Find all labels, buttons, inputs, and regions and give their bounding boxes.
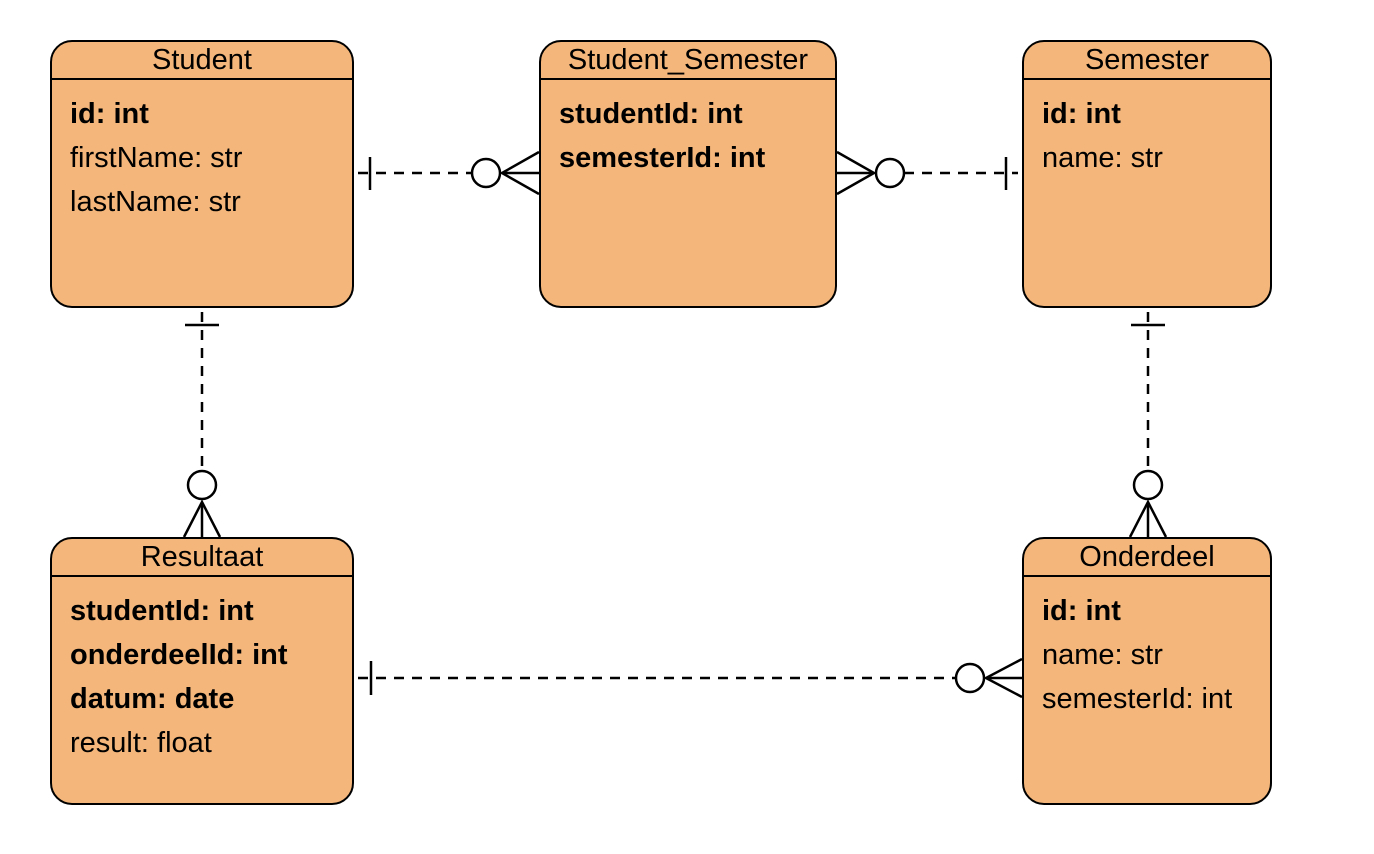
attribute-semesterid: semesterId: int [559, 142, 766, 174]
entity-title: Student_Semester [541, 42, 835, 80]
entity-title: Semester [1024, 42, 1270, 80]
attribute-studentid: studentId: int [70, 595, 254, 627]
entity-attributes: id: int name: str semesterId: int [1024, 577, 1270, 721]
attribute-datum: datum: date [70, 683, 235, 715]
entity-resultaat[interactable]: Resultaat studentId: int onderdeelId: in… [50, 537, 354, 805]
entity-attributes: studentId: int onderdeelId: int datum: d… [52, 577, 352, 765]
rel-resultaat-onderdeel-zero-marker [954, 662, 986, 694]
entity-attributes: id: int name: str [1024, 80, 1270, 180]
entity-attributes: id: int firstName: str lastName: str [52, 80, 352, 224]
attribute-id: id: int [1042, 98, 1121, 130]
attribute-name: name: str [1042, 142, 1163, 174]
entity-attributes: studentId: int semesterId: int [541, 80, 835, 180]
attribute-id: id: int [1042, 595, 1121, 627]
rel-student-studentsemester-zero-marker [470, 157, 502, 189]
attribute-studentid: studentId: int [559, 98, 743, 130]
entity-title: Onderdeel [1024, 539, 1270, 577]
rel-semester-studentsemester-zero-marker [874, 157, 906, 189]
attribute-semesterid: semesterId: int [1042, 683, 1233, 715]
entity-student-semester[interactable]: Student_Semester studentId: int semester… [539, 40, 837, 308]
entity-onderdeel[interactable]: Onderdeel id: int name: str semesterId: … [1022, 537, 1272, 805]
attribute-firstname: firstName: str [70, 142, 243, 174]
entity-semester[interactable]: Semester id: int name: str [1022, 40, 1272, 308]
entity-title: Resultaat [52, 539, 352, 577]
entity-title: Student [52, 42, 352, 80]
attribute-result: result: float [70, 727, 212, 759]
rel-student-resultaat-zero-marker [186, 469, 218, 501]
rel-semester-onderdeel-zero-marker [1132, 469, 1164, 501]
attribute-id: id: int [70, 98, 149, 130]
attribute-name: name: str [1042, 639, 1163, 671]
attribute-lastname: lastName: str [70, 186, 241, 218]
entity-student[interactable]: Student id: int firstName: str lastName:… [50, 40, 354, 308]
attribute-onderdeelid: onderdeelId: int [70, 639, 288, 671]
